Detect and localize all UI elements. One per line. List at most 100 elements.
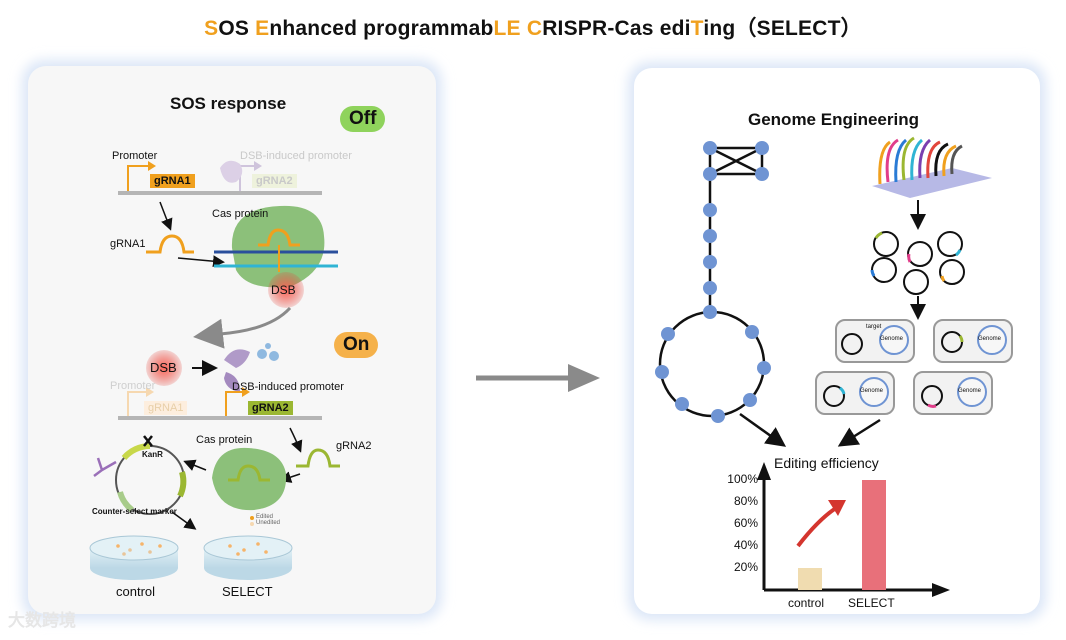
plasmid-cluster-marks: [870, 231, 962, 282]
title-part: T: [690, 17, 704, 40]
grna2-squiggle-icon: [296, 448, 340, 468]
genome-label-1: Genome: [880, 336, 904, 342]
genome-label-2: Genome: [978, 336, 1002, 342]
title-part: ing（SELECT）: [703, 17, 862, 40]
dna-library-icon: [872, 136, 992, 198]
repressor-cleaved-icon: [224, 349, 250, 368]
title-part: LE: [493, 17, 521, 40]
promoter-label: Promoter: [112, 150, 158, 162]
trend-arrowhead: [828, 500, 846, 516]
repressor-faded-icon: [220, 160, 243, 183]
center-arrow-head: [568, 364, 600, 392]
dsb-label: DSB: [271, 283, 296, 297]
chart-title: Editing efficiency: [774, 455, 879, 471]
grna2-label: gRNA2: [336, 440, 372, 452]
fragment-dot-1: [257, 349, 267, 359]
cas-protein-2-label: Cas protein: [196, 434, 253, 446]
chart-bars: [798, 480, 886, 590]
x-tick-select: SELECT: [848, 596, 895, 610]
y-tick-label: 20%: [733, 560, 758, 574]
dsb-promoter-faded-label: DSB-induced promoter: [240, 150, 352, 162]
cas-protein-2-icon: [212, 447, 287, 511]
dsb-promoter-on-arrow-icon: [225, 391, 244, 416]
promoter-faded-arrow-icon: [127, 391, 148, 416]
dsb-curve-arrow: [193, 306, 292, 349]
bar-control: [798, 568, 822, 590]
cell-3: [815, 371, 895, 415]
grna-in-cas-icon: [258, 228, 300, 247]
kanr-segment-icon: [121, 442, 151, 461]
bar-select: [862, 480, 886, 590]
title-part: RISPR-Cas edi: [542, 17, 691, 40]
promoter-faded-label: Promoter: [110, 380, 156, 392]
cell-1: [835, 319, 915, 363]
legend-edited-dot: [250, 516, 254, 520]
legend-edited-label: Edited: [256, 514, 274, 520]
cut-x-icon: [143, 435, 153, 447]
target-label: target: [866, 324, 882, 330]
plasmid-marker-segment-icon: [177, 471, 187, 498]
control-dish-label: control: [116, 584, 156, 599]
dsb-on-label: DSB: [150, 360, 177, 375]
grna2-gene-faded: gRNA2: [252, 174, 297, 188]
petri-dish-control: [89, 535, 179, 580]
plasmid-cluster-icon: [871, 231, 965, 295]
promoter-faded-arrowhead-icon: [146, 387, 154, 397]
kanr-label: KanR: [142, 450, 163, 459]
petri-dish-select: [203, 535, 293, 580]
right-panel-heading: Genome Engineering: [748, 110, 919, 129]
genome-nodes: [655, 141, 771, 423]
arrow-grna1-to-cas: [177, 255, 225, 268]
left-panel-heading: SOS response: [170, 94, 287, 113]
arrow-chain-to-chart: [739, 412, 787, 447]
promoter-arrowhead-icon: [148, 161, 156, 171]
counter-select-label: Counter-select marker: [92, 507, 177, 516]
left-panel: [28, 66, 436, 614]
genome-label-3: Genome: [860, 388, 884, 394]
legend-unedited-label: Unedited: [256, 520, 281, 526]
trend-arrow: [796, 506, 838, 548]
genome-label-4: Genome: [958, 388, 982, 394]
fragment-dot-3: [265, 343, 271, 349]
grna2-gene-on: gRNA2: [248, 401, 293, 415]
cell-4: [913, 371, 993, 415]
arrow-cas-to-plasmid: [183, 459, 207, 471]
dsb-promoter-on-label: DSB-induced promoter: [232, 381, 344, 393]
grna1-gene: gRNA1: [150, 174, 195, 188]
repressor-fragment-icon: [224, 372, 240, 392]
arrow-gene-to-grna1: [159, 201, 173, 231]
branch-icon: [93, 457, 117, 477]
arrow-gene-to-grna2: [289, 427, 303, 453]
fragment-dot-2: [269, 351, 279, 361]
grna1-gene-faded: gRNA1: [144, 401, 188, 415]
figure-title: SOS Enhanced programmabLE CRISPR-Cas edi…: [0, 12, 1066, 42]
counter-select-segment-icon: [117, 491, 134, 513]
on-badge: On: [334, 332, 379, 358]
grna1-squiggle-icon: [146, 234, 194, 254]
chart-axes: [757, 462, 950, 597]
promoter-arrow-icon: [127, 165, 150, 191]
dsb-promoter-arrowhead-icon: [254, 161, 262, 171]
title-part: OS: [218, 17, 256, 40]
watermark: 大数跨境: [8, 611, 76, 631]
y-tick-label: 40%: [733, 538, 758, 552]
select-dish-label: SELECT: [222, 584, 273, 599]
dsb-promoter-on-arrowhead-icon: [242, 387, 250, 397]
legend-unedited-dot: [250, 522, 254, 526]
dsb-marker-on-icon: [146, 350, 182, 386]
grna2-in-cas-icon: [228, 464, 270, 482]
arrow-to-dishes: [171, 511, 197, 530]
x-tick-control: control: [788, 596, 825, 610]
title-part: S: [204, 17, 219, 40]
y-tick-label: 60%: [733, 516, 758, 530]
dsb-marker-icon: [268, 272, 304, 308]
cas-protein-label: Cas protein: [212, 208, 269, 220]
y-tick-label: 100%: [727, 472, 758, 486]
title-part: nhanced programmab: [269, 17, 494, 40]
title-part: E: [255, 17, 270, 40]
grna1-label: gRNA1: [110, 238, 146, 250]
arrow-cells-to-chart: [837, 418, 881, 447]
cell-2: [933, 319, 1013, 363]
